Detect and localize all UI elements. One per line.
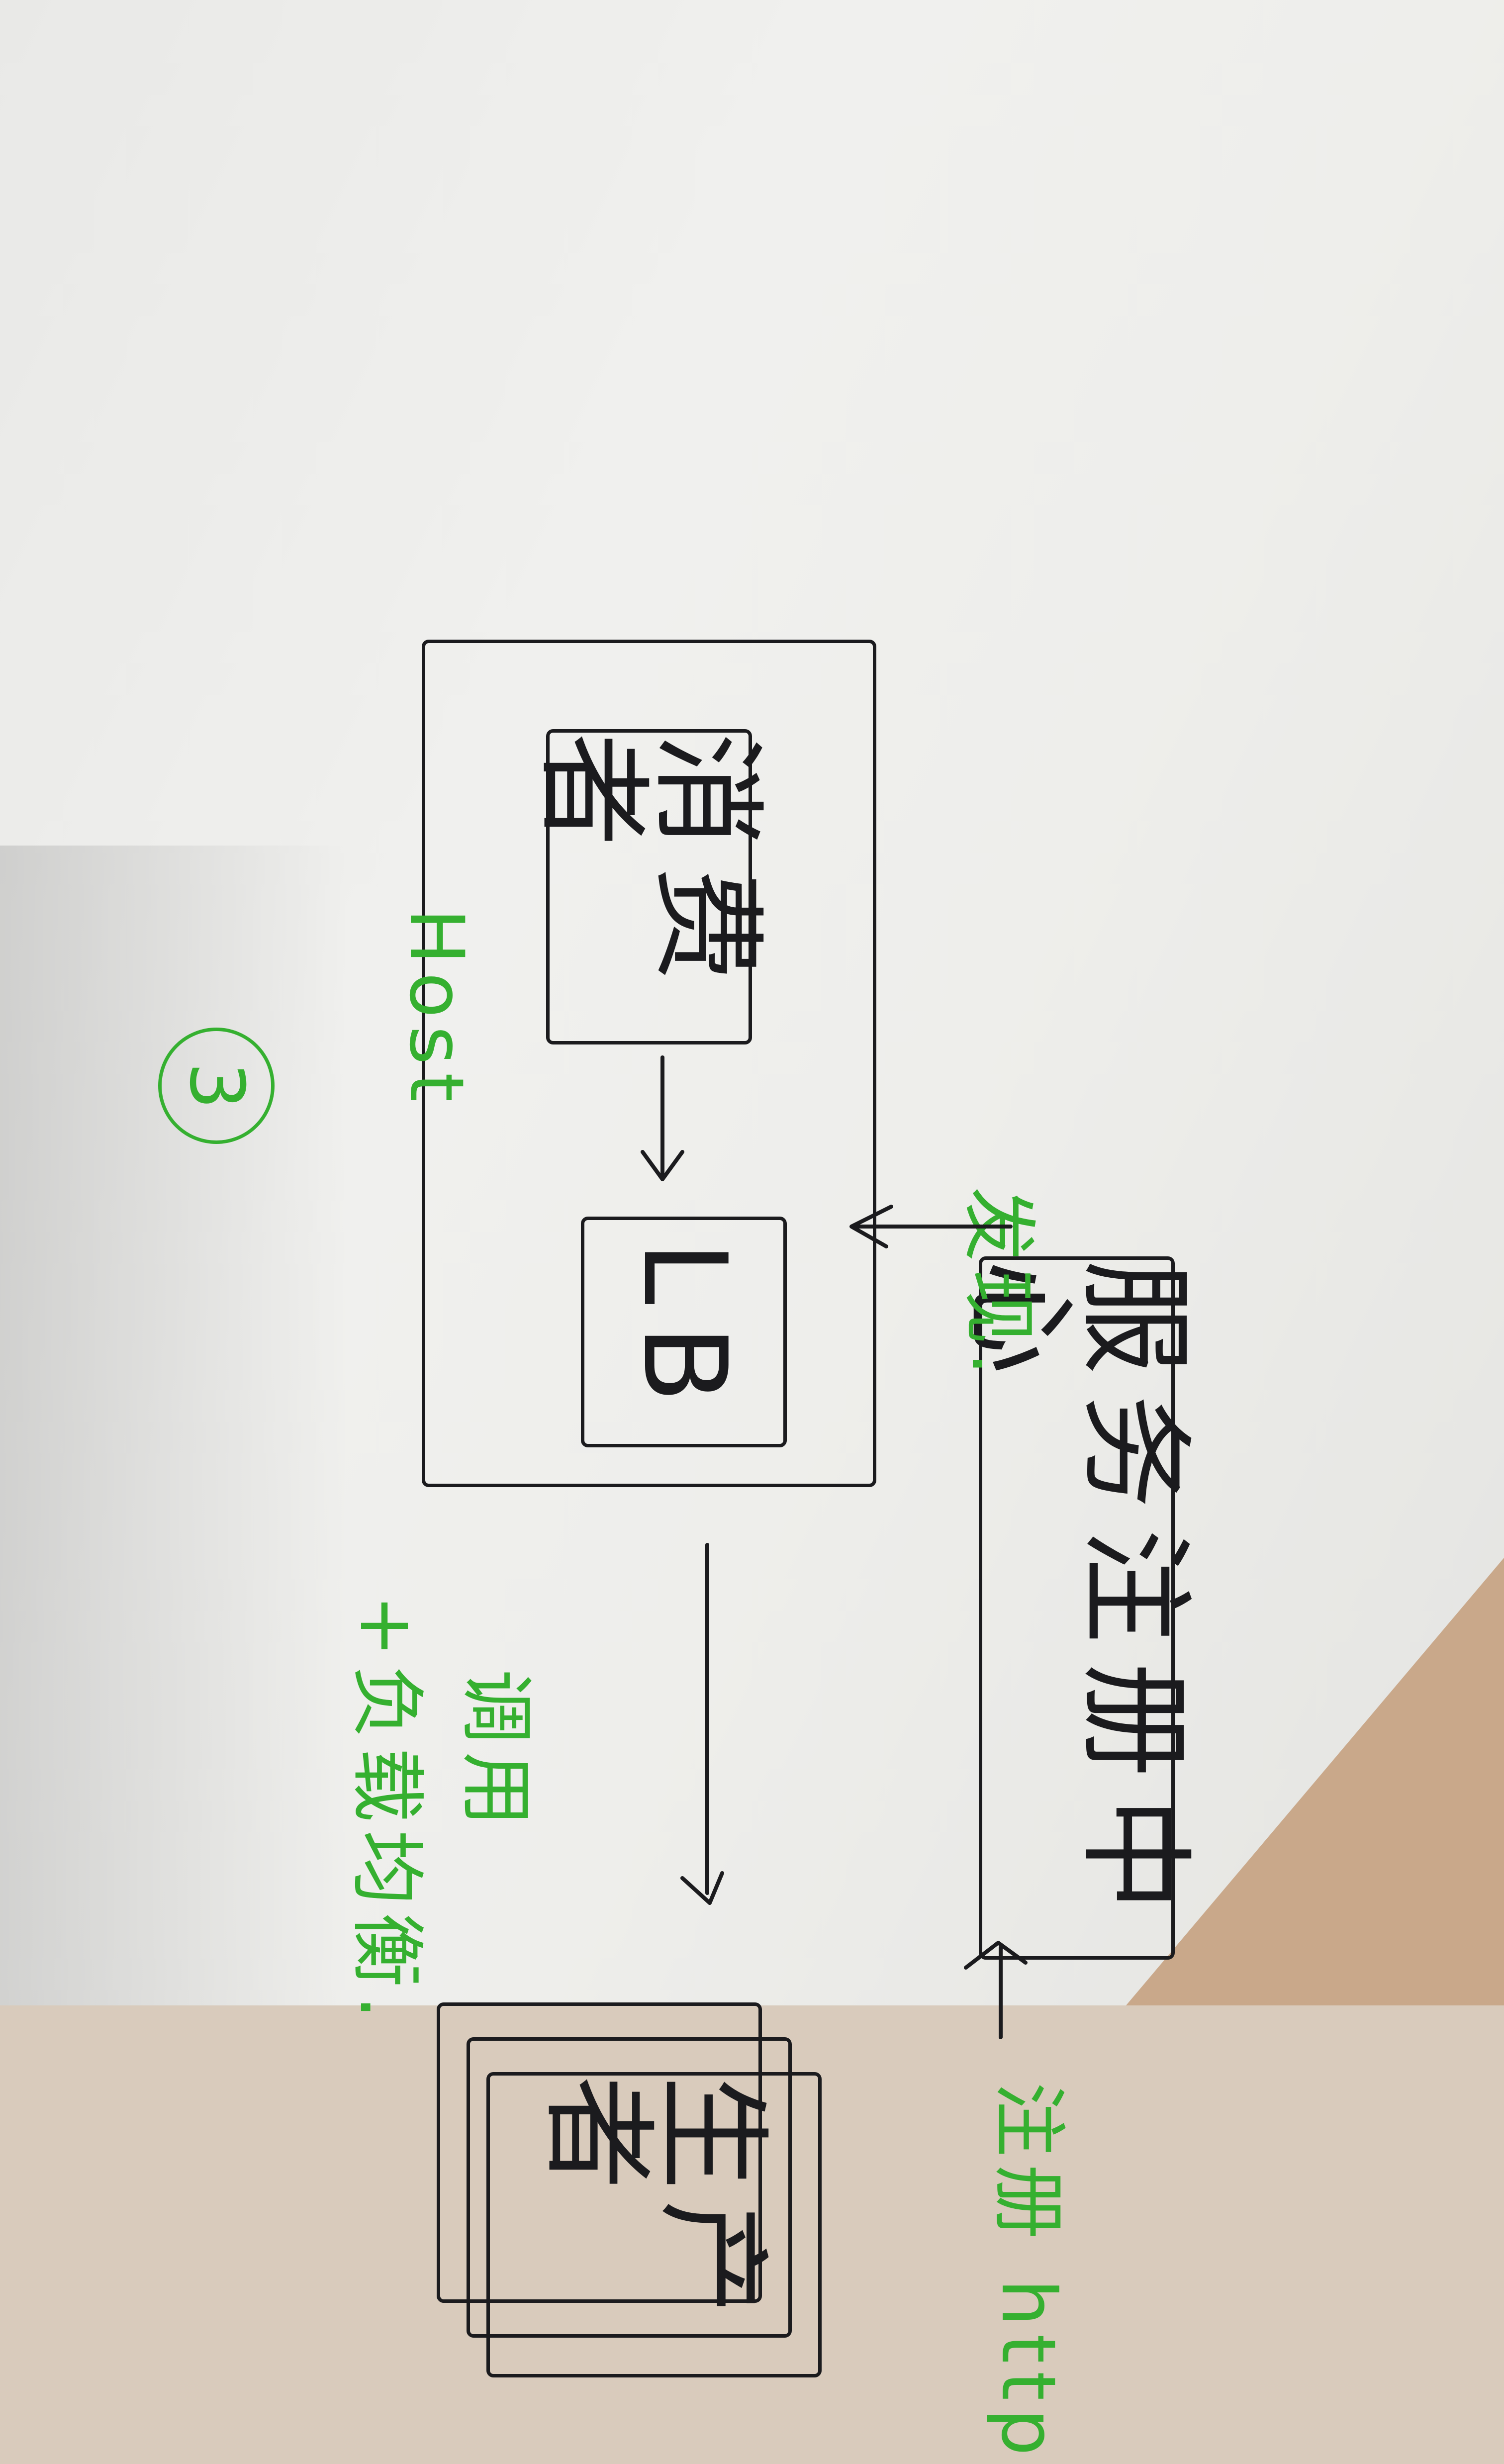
paper-background	[0, 0, 1504, 2005]
shadow-overlay	[0, 846, 348, 2005]
arrows-layer	[641, 1055, 1028, 2039]
provider-to-registry-arrowhead	[964, 1941, 1028, 1970]
consumer-to-lb-arrowhead	[641, 1150, 684, 1181]
architecture-diagram: 3 Host 消费者 LB 服务注册中心 生产者 发现. 调用 +负载均衡. 注…	[11, 530, 1201, 2464]
registry-to-host-arrowhead	[849, 1205, 893, 1248]
host-to-provider-arrowhead	[680, 1871, 724, 1905]
